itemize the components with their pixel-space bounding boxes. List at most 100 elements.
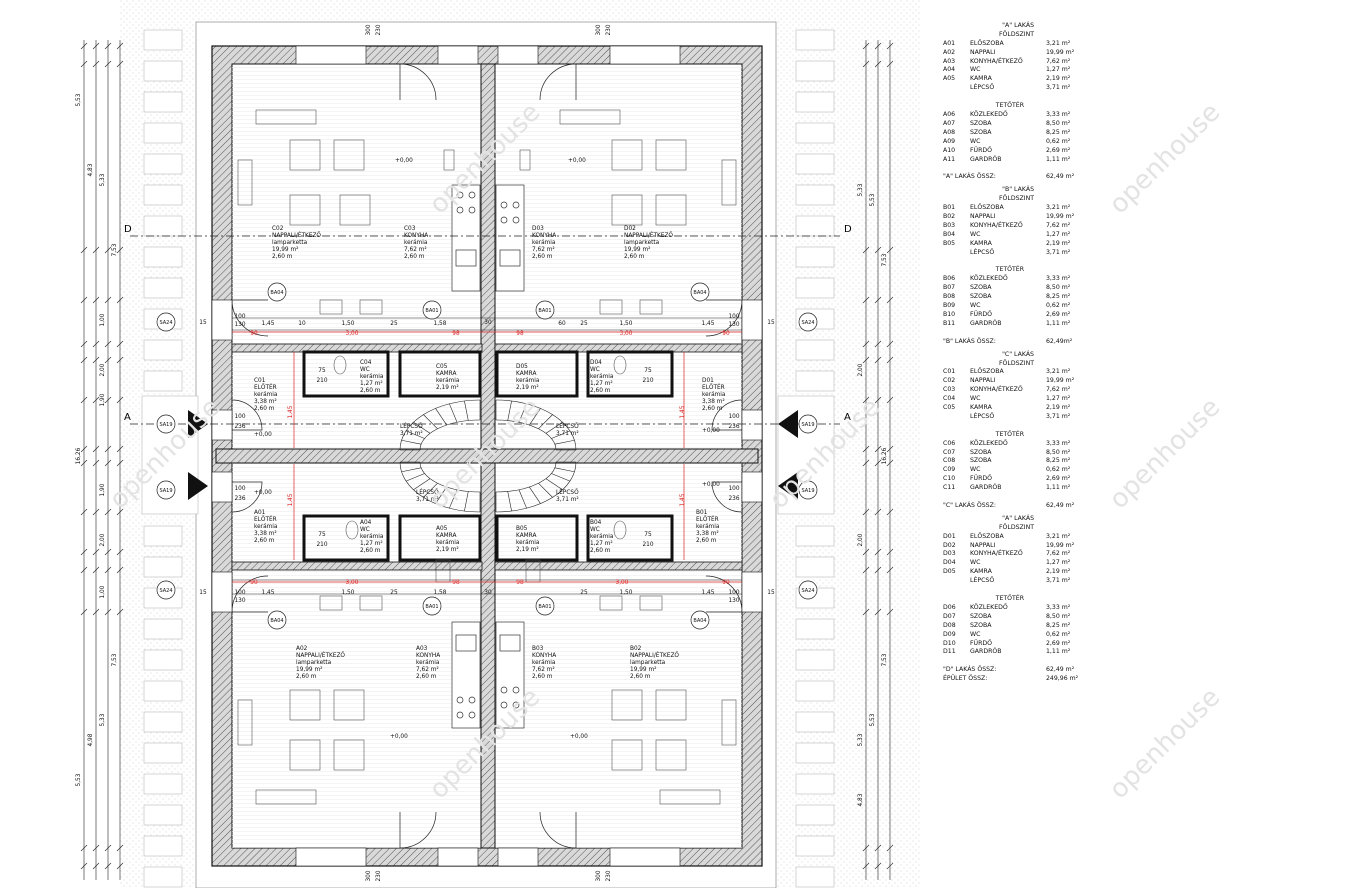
room-code: A02 (943, 48, 956, 56)
room-label-b04: 2,60 m (590, 548, 611, 554)
plan-label: 1,45 (262, 321, 275, 327)
tag-bubble-label: SA24 (801, 320, 814, 326)
room-label-a04: kerámia (360, 533, 384, 540)
tag-bubble (690, 282, 710, 302)
room-label-a05: 2,19 m² (436, 546, 459, 553)
room-code: B04 (943, 230, 956, 238)
apartment-total: "C" LAKÁS ÖSSZ:62,49 m² (938, 502, 1086, 511)
plan-label: 230 (376, 24, 382, 35)
room-label-d01: 3,38 m² (702, 398, 725, 405)
floor-header: FÖLDSZINT (998, 359, 1034, 367)
room-area: 8,25 m² (1046, 128, 1071, 136)
room-label-b01: kerámia (696, 523, 720, 530)
plan-label: 1,50 (620, 321, 633, 327)
room-area: 2,19 m² (1046, 239, 1071, 247)
room-name: FÜRDŐ (970, 639, 993, 647)
dimension-chains (80, 40, 894, 880)
tag-bubble-label: BA01 (538, 308, 551, 314)
room-label-b01: 2,60 m (696, 538, 717, 544)
room-name: KAMRA (970, 403, 992, 411)
room-area: 19,99 m² (1046, 213, 1075, 220)
room-area: 7,62 m² (1046, 386, 1071, 394)
room-name: NAPPALI (970, 541, 996, 549)
section-label-d-right: D (844, 224, 852, 235)
room-label-a04: 1,27 m² (360, 540, 383, 547)
entrance-arrows (188, 410, 798, 500)
room-name: SZOBA (970, 284, 992, 292)
room-label-d05: kerámia (516, 377, 540, 384)
plan-label: 100 (234, 590, 245, 596)
room-area: 3,71 m² (1046, 577, 1071, 585)
section-label-d-left: D (124, 224, 132, 235)
level-marker: +0,00 (254, 490, 272, 496)
section-lines (130, 235, 840, 425)
room-area: 1,11 m² (1046, 319, 1071, 327)
room-code: B01 (943, 204, 956, 212)
room-name: WC (970, 302, 981, 310)
room-label-b04: B04 (590, 520, 602, 526)
room-label-d05: 2,19 m² (516, 384, 539, 391)
room-code: B10 (943, 310, 956, 318)
plan-label: 75 (318, 532, 326, 538)
plan-label: 130 (234, 598, 245, 604)
room-label-d04: 1,27 m² (590, 380, 613, 387)
plan-label: 5,53 (870, 713, 876, 726)
tag-bubble (156, 480, 176, 500)
room-area: 1,27 m² (1046, 395, 1071, 403)
room-label-b03: 7,62 m² (532, 666, 555, 673)
room-code: A10 (943, 146, 956, 154)
plan-label: 5,53 (870, 193, 876, 206)
room-area: 2,19 m² (1046, 75, 1071, 83)
room-area: 2,69 m² (1046, 639, 1071, 647)
room-area: 1,11 m² (1046, 155, 1071, 163)
room-name: ELŐSZOBA (970, 532, 1004, 540)
plan-label: 98 (516, 580, 524, 586)
section-label-a-right: A (844, 412, 851, 423)
room-code: B02 (943, 213, 956, 220)
tag-bubble-label: BA04 (693, 290, 706, 296)
room-name: ELŐSZOBA (970, 39, 1004, 47)
room-label-b02: 2,60 m (630, 674, 651, 680)
total-area: 62,49m² (1046, 337, 1073, 345)
room-label-a02: NAPPALI/ÉTKEZŐ (296, 651, 345, 659)
kitchen-counters (451, 184, 525, 729)
tag-bubble-label: SA24 (801, 588, 814, 594)
room-name: KÖZLEKEDŐ (970, 603, 1008, 611)
room-name: KAMRA (970, 239, 992, 247)
room-code: A05 (943, 75, 956, 83)
plan-label: 15 (767, 320, 775, 326)
plan-label: 7,53 (882, 653, 888, 666)
room-label-c03: 7,62 m² (404, 246, 427, 253)
room-code: C04 (943, 395, 956, 403)
room-name: WC (970, 630, 981, 638)
room-name: SZOBA (970, 621, 992, 629)
room-label-a01: 3,38 m² (254, 530, 277, 537)
tag-bubble (267, 610, 287, 630)
tag-bubble (156, 312, 176, 332)
room-code: C07 (943, 448, 956, 456)
room-label-d02: NAPPALI/ÉTKEZŐ (624, 231, 673, 239)
plan-label: 5,53 (76, 773, 82, 786)
room-area: 3,21 m² (1046, 204, 1071, 212)
room-name: GARDRÓB (970, 648, 1002, 656)
room-name: LÉPCSŐ (970, 248, 995, 256)
room-label-d04: 2,60 m (590, 388, 611, 394)
room-area: 1,11 m² (1046, 484, 1071, 492)
apartment-header: "A" LAKÁS (1002, 514, 1034, 522)
room-label-d04: WC (590, 367, 600, 373)
plan-label: 25 (580, 590, 588, 596)
